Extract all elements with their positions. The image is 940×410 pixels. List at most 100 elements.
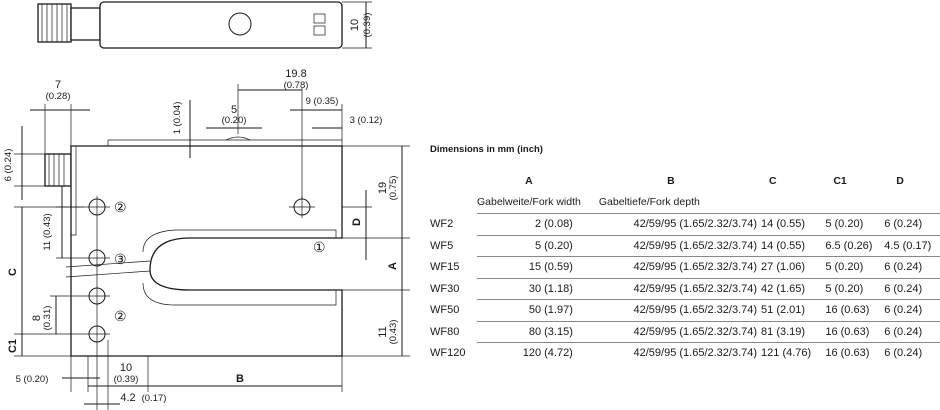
subheader-model <box>430 191 477 214</box>
header-a: A <box>525 175 533 187</box>
cell-c: 121 (4.76) <box>761 342 826 364</box>
dim-11-right: 11 <box>377 326 389 337</box>
cell-model: WF120 <box>430 347 466 359</box>
subheader-fork-depth: Gabeltiefe/Fork depth <box>598 196 700 208</box>
cell-c: 81 (3.19) <box>761 320 826 343</box>
cell-d: 4.5 (0.17) <box>884 234 940 257</box>
dim-top-height-inch: (0.39) <box>362 13 373 38</box>
cell-a: 120 (4.72) <box>476 342 581 364</box>
dim-19-inch: (0.75) <box>388 176 399 201</box>
cell-c1: 5 (0.20) <box>825 256 885 278</box>
cell-d: 6 (0.24) <box>884 342 940 364</box>
cell-model: WF5 <box>430 239 454 252</box>
dim-3: 3 (0.12) <box>350 115 383 126</box>
cell-c1: 16 (0.63) <box>825 320 885 343</box>
cell-b: 42/59/95 (1.65/2.32/3.74) <box>580 320 762 343</box>
dim-bottom-4-2-inch: (0.17) <box>142 393 167 404</box>
dimensions-table: A B C C1 D Gabelweite/Fork width Gabelti… <box>430 171 940 364</box>
cell-b: 42/59/95 (1.65/2.32/3.74) <box>580 299 762 321</box>
cell-d: 6 (0.24) <box>884 213 940 235</box>
dim-9: 9 (0.35) <box>306 96 339 107</box>
dimension-drawing: 10 (0.39) <box>3 1 410 410</box>
cell-c: 14 (0.55) <box>761 213 826 235</box>
cell-a: 15 (0.59) <box>476 256 581 278</box>
cell-model: WF50 <box>430 304 460 317</box>
dim-1: 1 (0.04) <box>172 102 183 135</box>
dimension-lines: 7 (0.28) 19.8 (0.78) 1 (0.04) 5 (0.20) 9… <box>3 68 410 405</box>
cell-d: 6 (0.24) <box>884 277 940 300</box>
cell-b: 42/59/95 (1.65/2.32/3.74) <box>580 234 762 257</box>
top-view: 10 (0.39) <box>37 1 373 49</box>
cell-model: WF80 <box>430 325 460 338</box>
table-row: WF5 5 (0.20) 42/59/95 (1.65/2.32/3.74) 1… <box>430 234 940 257</box>
dim-bottom-10: 10 <box>120 362 132 374</box>
dim-5: 5 <box>231 104 237 116</box>
table-row: WF30 30 (1.18) 42/59/95 (1.65/2.32/3.74)… <box>430 277 940 300</box>
cell-c1: 5 (0.20) <box>825 277 885 300</box>
cell-c1: 6.5 (0.26) <box>825 234 885 257</box>
cell-model: WF2 <box>430 218 454 231</box>
header-d: D <box>896 175 904 187</box>
dim-7-inch: (0.28) <box>46 91 71 102</box>
cell-model: WF30 <box>430 282 460 295</box>
table-row: WF50 50 (1.97) 42/59/95 (1.65/2.32/3.74)… <box>430 299 940 321</box>
subheader-c1 <box>825 191 884 214</box>
cell-c: 51 (2.01) <box>761 299 826 321</box>
cell-c1: 16 (0.63) <box>825 342 885 364</box>
subheader-c <box>761 191 825 214</box>
cell-c1: 16 (0.63) <box>825 299 885 321</box>
cell-d: 6 (0.24) <box>884 299 940 321</box>
subheader-fork-width: Gabelweite/Fork width <box>476 196 581 208</box>
dim-11-left: 11 (0.43) <box>42 213 53 250</box>
cell-c1: 5 (0.20) <box>825 213 885 235</box>
cell-a: 5 (0.20) <box>476 234 581 257</box>
cell-b: 42/59/95 (1.65/2.32/3.74) <box>580 277 762 300</box>
cell-d: 6 (0.24) <box>884 256 940 278</box>
table-header-row: A B C C1 D <box>430 171 940 191</box>
label-c: C <box>7 268 19 276</box>
dim-bottom-10-inch: (0.39) <box>114 374 139 385</box>
dim-bottom-4-2: 4.2 <box>120 392 135 404</box>
dim-top-height: 10 <box>349 19 361 31</box>
cell-model: WF15 <box>430 261 460 274</box>
marker-2-top: ② <box>114 199 127 215</box>
cell-a: 30 (1.18) <box>476 277 581 300</box>
marker-3: ③ <box>114 251 127 267</box>
table-row: WF120 120 (4.72) 42/59/95 (1.65/2.32/3.7… <box>430 342 940 364</box>
label-c1: C1 <box>7 339 19 353</box>
table-row: WF80 80 (3.15) 42/59/95 (1.65/2.32/3.74)… <box>430 320 940 343</box>
table-row: WF15 15 (0.59) 42/59/95 (1.65/2.32/3.74)… <box>430 256 940 278</box>
dim-8-inch: (0.31) <box>42 306 53 331</box>
dim-5-inch: (0.20) <box>222 115 247 126</box>
dim-6: 6 (0.24) <box>3 149 14 182</box>
table-subheader-row: Gabelweite/Fork width Gabeltiefe/Fork de… <box>430 191 940 214</box>
cell-d: 6 (0.24) <box>884 320 940 343</box>
subheader-d <box>884 191 940 214</box>
cell-b: 42/59/95 (1.65/2.32/3.74) <box>580 256 762 278</box>
label-a: A <box>387 262 399 270</box>
cell-c: 27 (1.06) <box>761 256 826 278</box>
cell-b: 42/59/95 (1.65/2.32/3.74) <box>580 213 762 235</box>
dim-19-8: 19.8 <box>285 68 306 80</box>
cell-a: 50 (1.97) <box>476 299 581 321</box>
cell-b: 42/59/95 (1.65/2.32/3.74) <box>580 342 762 364</box>
dim-8: 8 <box>31 315 43 321</box>
dimensions-table-panel: Dimensions in mm (inch) A B C C1 D Gabel… <box>430 144 940 364</box>
cell-a: 80 (3.15) <box>476 320 581 343</box>
cell-c: 42 (1.65) <box>761 277 826 300</box>
cell-a: 2 (0.08) <box>476 213 581 235</box>
marker-1: ① <box>313 239 326 255</box>
header-c1: C1 <box>833 175 847 187</box>
dim-19: 19 <box>377 182 389 194</box>
table-body: WF2 2 (0.08) 42/59/95 (1.65/2.32/3.74) 1… <box>430 213 940 364</box>
dim-11-right-inch: (0.43) <box>388 320 399 345</box>
header-c: C <box>769 175 777 187</box>
header-b: B <box>667 175 675 187</box>
dim-7: 7 <box>55 79 61 91</box>
label-d: D <box>351 218 363 226</box>
dim-19-8-inch: (0.78) <box>284 80 309 91</box>
label-b: B <box>236 373 244 385</box>
dim-bottom-5: 5 (0.20) <box>16 374 49 385</box>
cell-c: 14 (0.55) <box>761 234 826 257</box>
header-model <box>430 171 477 191</box>
